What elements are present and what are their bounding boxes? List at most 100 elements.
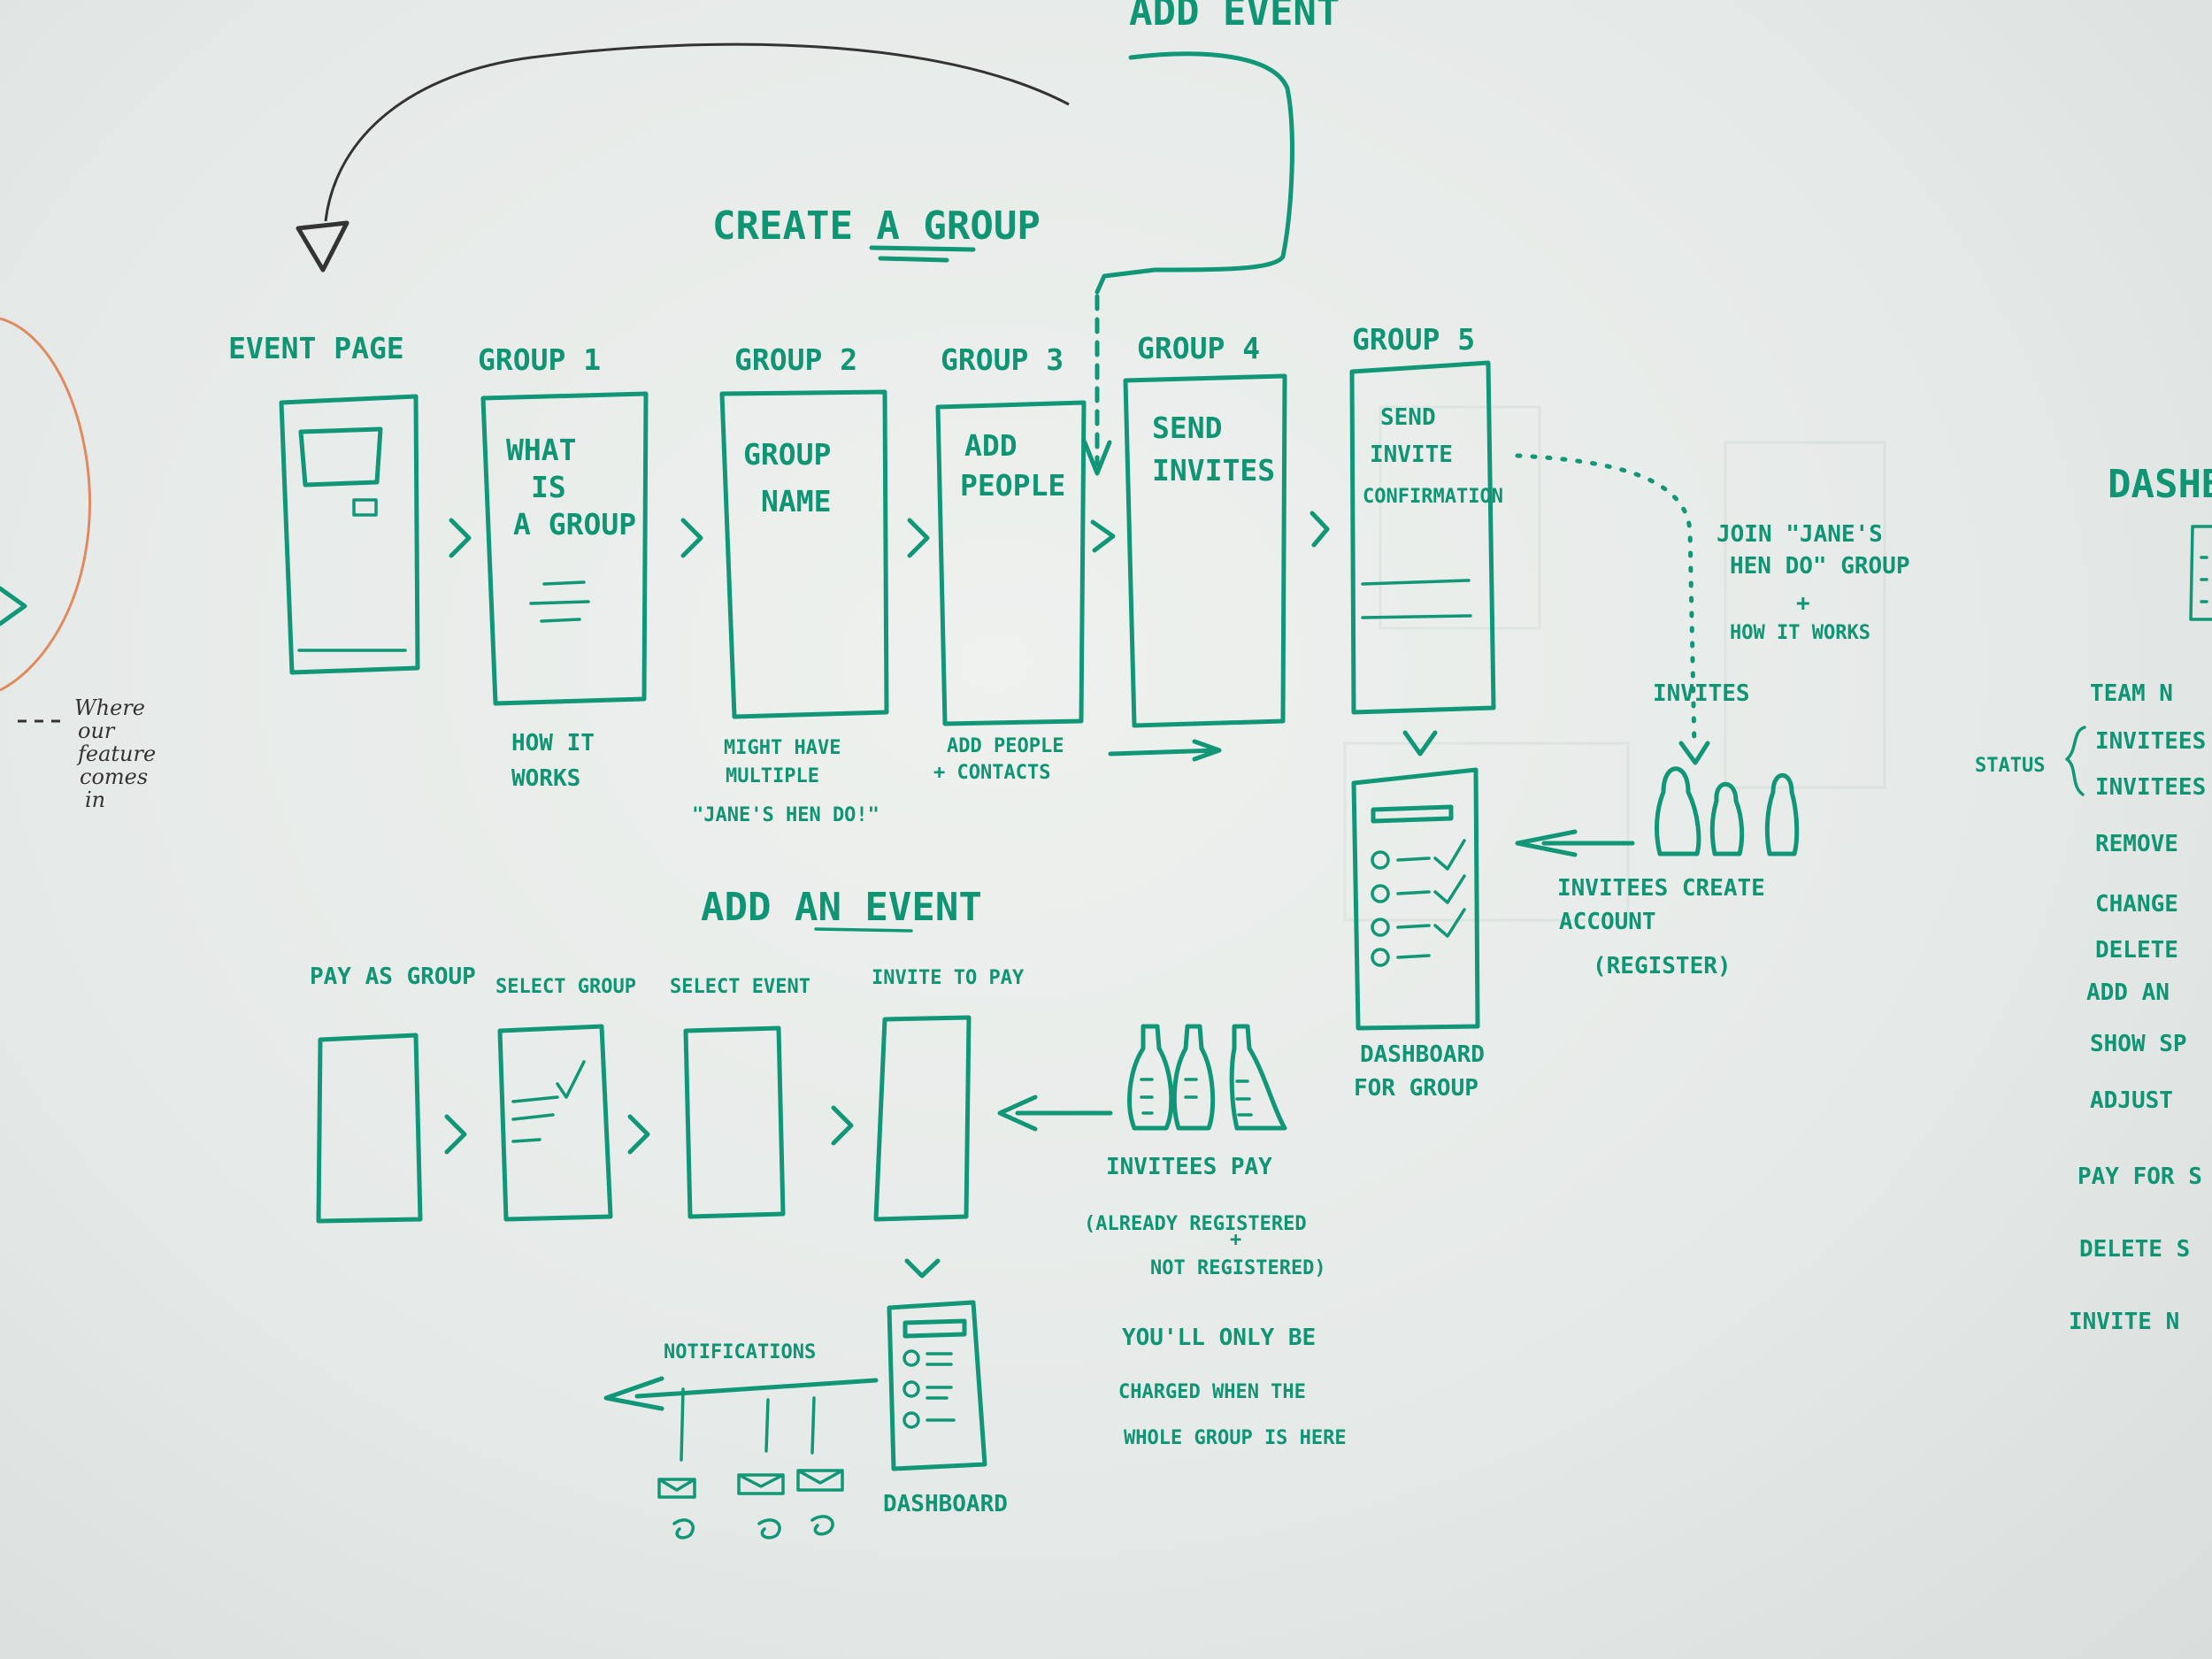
- chevron-down-1: [1402, 730, 1438, 757]
- svg-text:EVENT PAGE: EVENT PAGE: [228, 331, 404, 365]
- arrow-5: [1310, 511, 1330, 548]
- svg-text:+: +: [1796, 590, 1810, 617]
- svg-text:TEAM N: TEAM N: [2090, 680, 2173, 707]
- dashboard-right-heading: DASHB: [2108, 462, 2212, 507]
- svg-text:"JANE'S HEN DO!": "JANE'S HEN DO!": [692, 804, 879, 826]
- screen-event-page: EVENT PAGE: [228, 331, 420, 675]
- add-event-bracket: [1094, 51, 1294, 295]
- svg-text:GROUP 5: GROUP 5: [1352, 322, 1475, 357]
- svg-text:DELETE: DELETE: [2095, 937, 2178, 964]
- svg-text:INVITEES CREATE: INVITEES CREATE: [1557, 875, 1765, 902]
- create-group-heading: CREATE A GROUP: [712, 204, 1041, 249]
- ghost-marks: [1343, 405, 1886, 922]
- status-label: STATUS: [1975, 755, 2045, 777]
- paying-figures: [1127, 1024, 1287, 1131]
- screen-select-event: SELECT EVENT: [670, 976, 810, 1219]
- svg-text:INVITE: INVITE: [1370, 442, 1453, 468]
- svg-text:DASHBOARD: DASHBOARD: [883, 1491, 1008, 1517]
- svg-text:ADD PEOPLE: ADD PEOPLE: [947, 735, 1064, 757]
- svg-text:PEOPLE: PEOPLE: [960, 468, 1065, 503]
- svg-text:+: +: [1230, 1229, 1241, 1251]
- svg-text:SEND: SEND: [1380, 404, 1436, 431]
- svg-text:SEND: SEND: [1152, 411, 1222, 445]
- heading-underline: [869, 245, 976, 263]
- arrow-long-right: [1108, 739, 1222, 762]
- svg-text:IS: IS: [531, 470, 566, 504]
- screen-dashboard-bottom: DASHBOARD: [883, 1300, 1008, 1517]
- charged-note: YOU'LL ONLY BE CHARGED WHEN THE WHOLE GR…: [1118, 1325, 1347, 1449]
- screen-dashboard-group: DASHBOARD FOR GROUP: [1351, 767, 1485, 1102]
- svg-text:INVITES: INVITES: [1152, 453, 1275, 488]
- svg-text:DASHBOARD: DASHBOARD: [1360, 1041, 1485, 1068]
- arrow-4: [1090, 519, 1116, 553]
- arrowhead-down: [1082, 440, 1112, 476]
- svg-text:NOT REGISTERED): NOT REGISTERED): [1150, 1257, 1326, 1279]
- svg-text:+ CONTACTS: + CONTACTS: [933, 762, 1050, 784]
- svg-text:GROUP 4: GROUP 4: [1137, 331, 1260, 365]
- svg-text:NAME: NAME: [761, 484, 831, 518]
- invitees-pay-note: INVITEES PAY (ALREADY REGISTERED + NOT R…: [1084, 1154, 1326, 1279]
- notification-icons: [657, 1387, 844, 1540]
- arrow-b3: [831, 1105, 854, 1146]
- svg-text:GROUP: GROUP: [743, 437, 831, 472]
- svg-text:Where: Where: [74, 695, 145, 720]
- arrow-2: [680, 518, 703, 558]
- svg-text:WHOLE GROUP IS HERE: WHOLE GROUP IS HERE: [1124, 1427, 1347, 1449]
- svg-text:ACCOUNT: ACCOUNT: [1559, 909, 1656, 935]
- arrow-b2: [627, 1114, 650, 1155]
- svg-text:GROUP 2: GROUP 2: [734, 342, 857, 377]
- svg-text:in: in: [85, 787, 105, 812]
- svg-text:GROUP 1: GROUP 1: [478, 342, 601, 377]
- svg-text:CONFIRMATION: CONFIRMATION: [1363, 486, 1503, 508]
- notifications-label: NOTIFICATIONS: [664, 1341, 816, 1363]
- arrow-1: [449, 518, 472, 558]
- screen-group-2: GROUP 2 GROUP NAME MIGHT HAVE MULTIPLE "…: [692, 342, 889, 826]
- curved-arrow-top: [324, 42, 1070, 222]
- svg-text:FOR GROUP: FOR GROUP: [1354, 1075, 1479, 1102]
- screen-group-4: GROUP 4 SEND INVITES: [1123, 331, 1287, 728]
- svg-text:WHAT: WHAT: [506, 433, 576, 467]
- screen-group-5: GROUP 5 SEND INVITE CONFIRMATION: [1349, 322, 1503, 715]
- screen-pay-as-group: PAY AS GROUP: [310, 964, 476, 1224]
- svg-text:INVITEES: INVITEES: [2095, 774, 2206, 801]
- add-an-event-heading: ADD AN EVENT: [701, 885, 982, 930]
- arrowhead-event-page: [296, 220, 349, 273]
- svg-text:A GROUP: A GROUP: [513, 507, 636, 541]
- svg-text:SELECT GROUP: SELECT GROUP: [495, 976, 636, 998]
- right-phone-sketch: [2189, 525, 2212, 621]
- event-underline: [814, 927, 913, 933]
- svg-text:HOW IT WORKS: HOW IT WORKS: [1730, 622, 1870, 644]
- svg-text:comes: comes: [80, 764, 148, 789]
- svg-text:SHOW SP: SHOW SP: [2090, 1031, 2187, 1057]
- svg-text:INVITE N: INVITE N: [2069, 1309, 2179, 1335]
- svg-text:INVITEES PAY: INVITEES PAY: [1106, 1154, 1272, 1180]
- orange-circle-arc: [0, 317, 92, 692]
- screen-group-3: GROUP 3 ADD PEOPLE ADD PEOPLE + CONTACTS: [933, 342, 1087, 784]
- svg-text:DELETE S: DELETE S: [2079, 1236, 2190, 1263]
- svg-text:feature: feature: [76, 741, 156, 766]
- invitees-create-note: INVITEES CREATE ACCOUNT (REGISTER): [1557, 875, 1765, 979]
- screen-group-1: GROUP 1 WHAT IS A GROUP HOW IT WORKS: [478, 342, 649, 792]
- screen-select-group: SELECT GROUP: [495, 976, 636, 1222]
- svg-text:CHANGE: CHANGE: [2095, 891, 2178, 918]
- arrow-to-dashboard: [1515, 829, 1635, 857]
- svg-text:(REGISTER): (REGISTER): [1593, 953, 1732, 979]
- svg-text:INVITEES: INVITEES: [2095, 728, 2206, 755]
- notifications-arrow: [603, 1376, 879, 1411]
- join-note: JOIN "JANE'S HEN DO" GROUP + HOW IT WORK…: [1717, 521, 1910, 644]
- svg-text:ADD AN: ADD AN: [2086, 979, 2170, 1006]
- svg-text:CHARGED WHEN THE: CHARGED WHEN THE: [1118, 1381, 1306, 1403]
- add-event-top-label: ADD EVENT: [1129, 0, 1340, 35]
- screen-invite-to-pay: INVITE TO PAY: [872, 967, 1025, 1222]
- svg-text:ADJUST: ADJUST: [2090, 1087, 2173, 1114]
- svg-text:WORKS: WORKS: [511, 765, 580, 792]
- svg-text:INVITE TO PAY: INVITE TO PAY: [872, 967, 1025, 989]
- status-brace: [2065, 726, 2086, 796]
- svg-text:ADD: ADD: [964, 428, 1018, 463]
- svg-text:our: our: [78, 718, 116, 743]
- svg-text:MULTIPLE: MULTIPLE: [726, 765, 819, 787]
- invitee-figures: [1655, 766, 1800, 856]
- svg-text:HEN DO" GROUP: HEN DO" GROUP: [1730, 553, 1910, 580]
- right-list: TEAM N INVITEES INVITEES REMOVE CHANGE D…: [2069, 680, 2206, 1335]
